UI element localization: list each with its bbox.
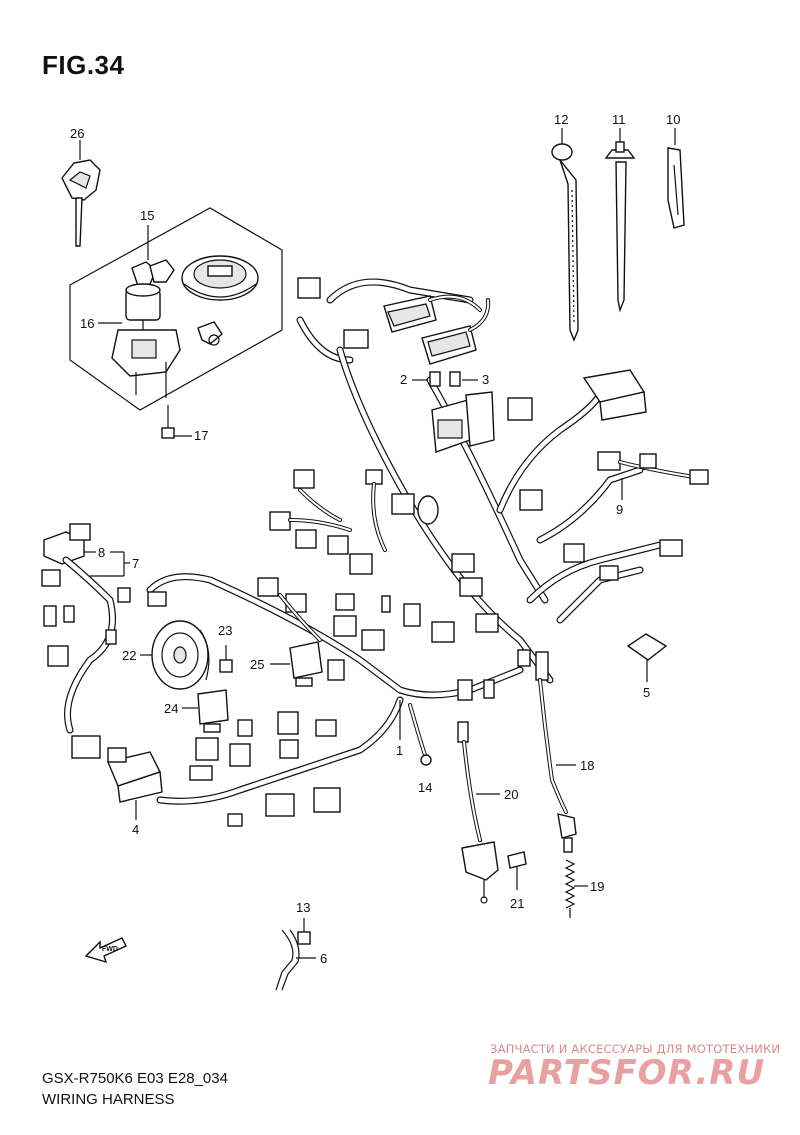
callout-1: 1 xyxy=(396,743,403,758)
sensor-part-18 xyxy=(538,678,577,853)
bolt-part-23 xyxy=(219,645,233,673)
callout-21: 21 xyxy=(510,896,524,911)
callout-17: 17 xyxy=(194,428,208,443)
bolt-part-13 xyxy=(297,918,311,945)
callout-22: 22 xyxy=(122,648,136,663)
lower-connectors xyxy=(189,711,341,827)
figure-title: FIG.34 xyxy=(42,50,125,80)
callout-25: 25 xyxy=(250,657,264,672)
watermark-tagline: ЗАПЧАСТИ И АКСЕССУАРЫ ДЛЯ МОТОТЕХНИКИ xyxy=(490,1042,781,1056)
callout-9: 9 xyxy=(616,502,623,517)
callout-15: 15 xyxy=(140,208,154,223)
model-code: GSX-R750K6 E03 E28_034 xyxy=(42,1070,228,1087)
callout-6: 6 xyxy=(320,951,327,966)
sub-harness-connectors xyxy=(257,469,549,701)
callout-16: 16 xyxy=(80,316,94,331)
cable-tie-part-11 xyxy=(604,128,636,313)
screw-part-21 xyxy=(507,851,527,890)
ignition-lock-set-part-15 xyxy=(69,207,283,411)
spring-part-19 xyxy=(564,859,576,918)
callout-14: 14 xyxy=(418,780,432,795)
callout-23: 23 xyxy=(218,623,232,638)
callout-2: 2 xyxy=(400,372,407,387)
callout-labels: 26 15 16 17 12 11 10 2 3 9 8 xyxy=(70,112,680,966)
ground-wire-part-14 xyxy=(408,703,432,766)
relay-part-25 xyxy=(289,641,323,687)
callout-10: 10 xyxy=(666,112,680,127)
connector-part-4 xyxy=(107,747,163,803)
callout-18: 18 xyxy=(580,758,594,773)
callout-3: 3 xyxy=(482,372,489,387)
fwd-arrow: FWD xyxy=(84,937,127,964)
front-sub-harness-part-7 xyxy=(41,523,131,759)
callout-26: 26 xyxy=(70,126,84,141)
fuse-parts-2-3 xyxy=(429,371,495,453)
cable-tie-part-12 xyxy=(551,128,579,342)
callout-7: 7 xyxy=(132,556,139,571)
horn-part-22 xyxy=(147,591,210,690)
callout-20: 20 xyxy=(504,787,518,802)
pad-part-5 xyxy=(626,633,668,661)
watermark-logo: PARTSFOR.RU xyxy=(488,1053,766,1093)
bolt-part-17 xyxy=(161,405,192,439)
callout-4: 4 xyxy=(132,822,139,837)
callout-24: 24 xyxy=(164,701,178,716)
cable-clamp-part-10 xyxy=(667,128,685,229)
right-upper-connectors xyxy=(507,369,709,581)
callout-8: 8 xyxy=(98,545,105,560)
callout-12: 12 xyxy=(554,112,568,127)
clamp-part-6 xyxy=(275,929,300,991)
relay-part-24 xyxy=(197,689,229,733)
callout-5: 5 xyxy=(643,685,650,700)
key-part-26 xyxy=(61,140,101,247)
callout-13: 13 xyxy=(296,900,310,915)
callout-19: 19 xyxy=(590,879,604,894)
ecu-connectors xyxy=(297,277,491,365)
main-wiring-harness-part-1 xyxy=(146,278,664,805)
figure-subtitle: WIRING HARNESS xyxy=(42,1091,175,1108)
fwd-arrow-label: FWD xyxy=(102,946,118,953)
switch-part-20 xyxy=(457,721,499,904)
callout-11: 11 xyxy=(612,112,626,127)
